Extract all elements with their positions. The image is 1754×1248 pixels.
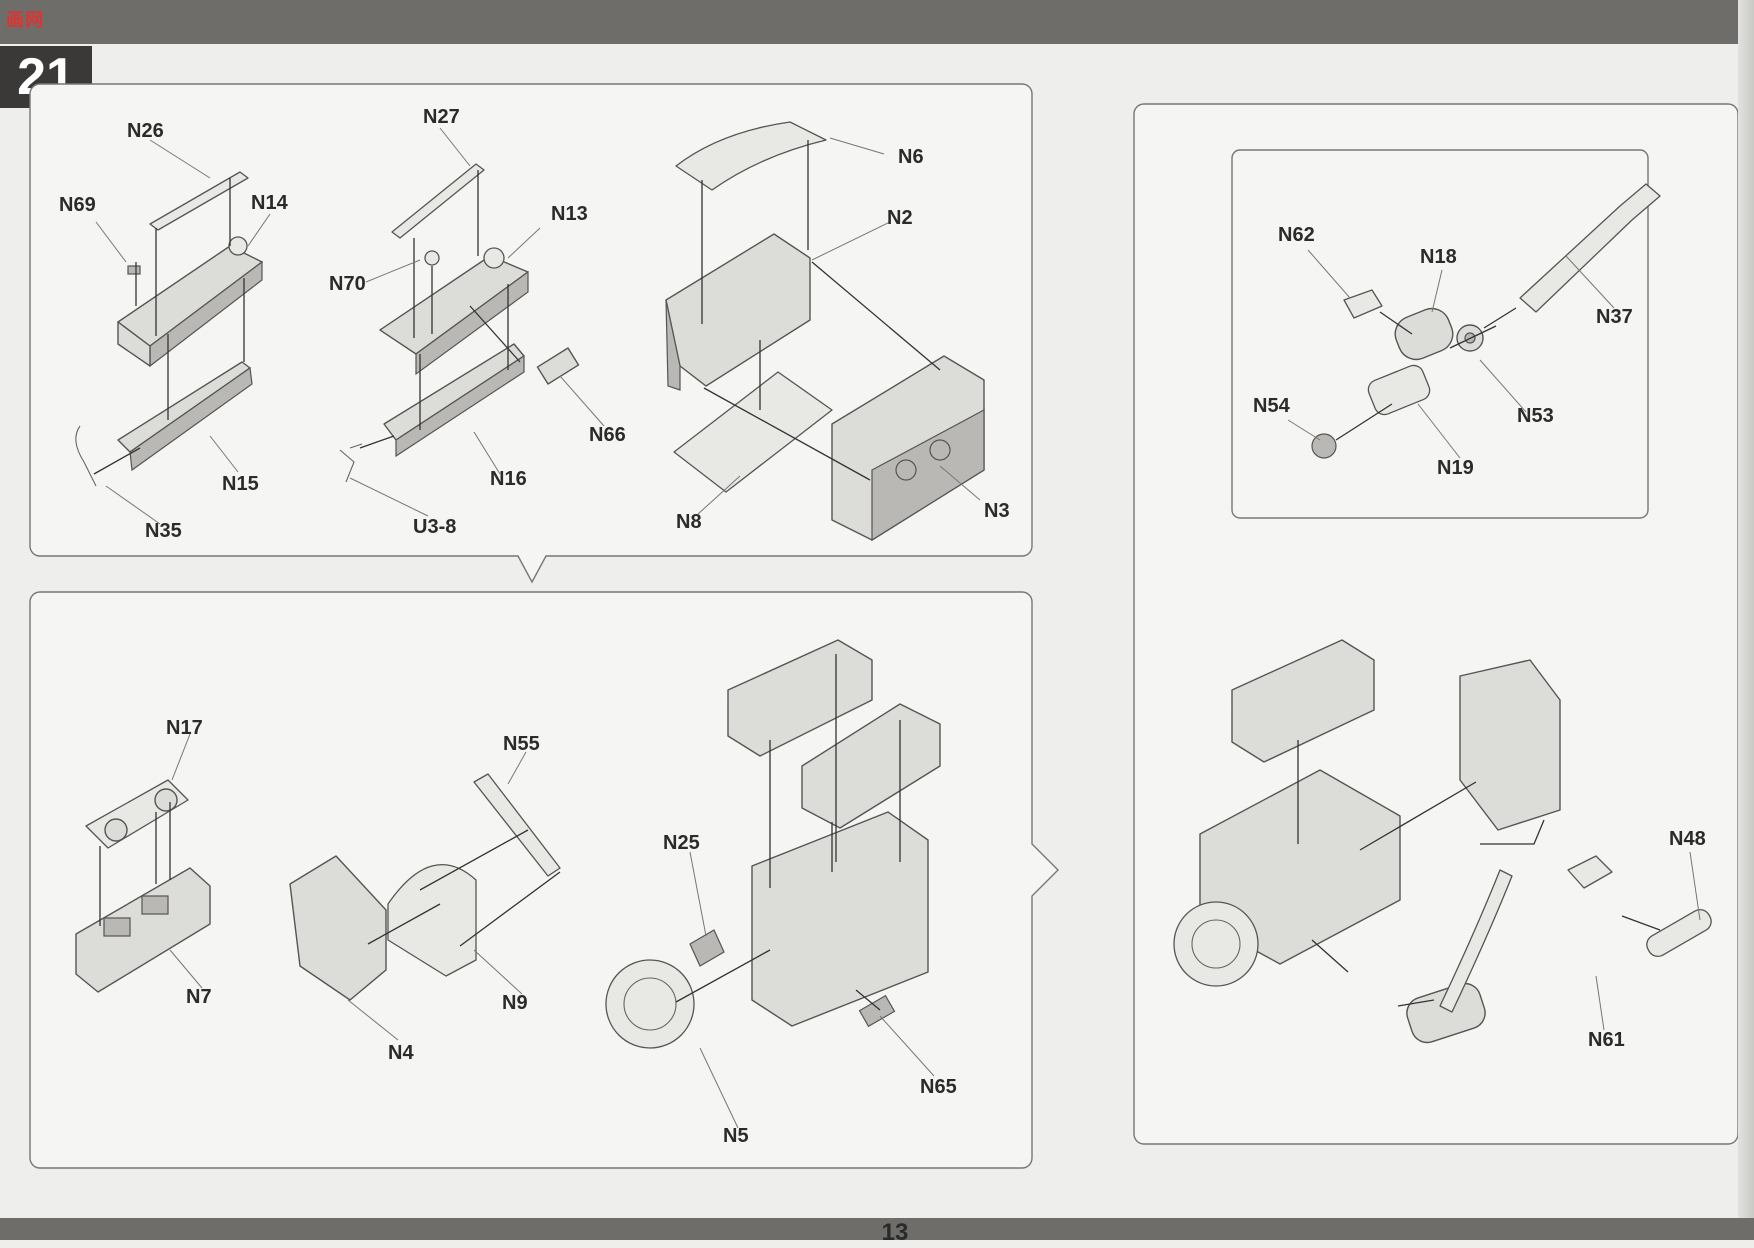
label-n66: N66: [589, 424, 626, 446]
arrows-n18: [1335, 307, 1517, 441]
group-n7-block: [75, 779, 211, 993]
label-n17: N17: [166, 717, 203, 739]
label-n15: N15: [222, 473, 259, 495]
group-n2-crankcase: [665, 121, 985, 542]
leader-lines: [95, 127, 1701, 1129]
arrows-n7: [99, 802, 171, 926]
label-n16: N16: [490, 468, 527, 490]
group-n13-head: [339, 163, 580, 483]
arrows-n14: [93, 178, 245, 475]
label-n2: N2: [887, 207, 913, 229]
label-n8: N8: [676, 511, 702, 533]
label-n55: N55: [503, 733, 540, 755]
label-n6: N6: [898, 146, 924, 168]
group-n14-head: [75, 171, 263, 487]
label-n65: N65: [920, 1076, 957, 1098]
label-n53: N53: [1517, 405, 1554, 427]
label-n9: N9: [502, 992, 528, 1014]
group-right-engine: [1173, 639, 1712, 1044]
label-n13: N13: [551, 203, 588, 225]
bottom-bar: [0, 1218, 1754, 1240]
panel-top-left: [29, 83, 1033, 584]
label-n5: N5: [723, 1125, 749, 1147]
arrows-n2: [701, 140, 941, 481]
label-u3-8: U3-8: [413, 516, 457, 538]
arrows-n5: [675, 654, 901, 1011]
page-number: 13: [881, 1219, 909, 1246]
label-n14: N14: [251, 192, 288, 214]
label-n35: N35: [145, 520, 182, 542]
label-n19: N19: [1437, 457, 1474, 479]
label-n70: N70: [329, 273, 366, 295]
arrows-n13: [359, 170, 521, 449]
label-n18: N18: [1420, 246, 1457, 268]
arrows-n9: [367, 829, 561, 947]
label-n69: N69: [59, 194, 96, 216]
group-n9-cover: [289, 773, 561, 1001]
arrows-right-engine: [1297, 740, 1661, 1007]
label-n26: N26: [127, 120, 164, 142]
page-edge: [1738, 0, 1754, 1240]
label-n4: N4: [388, 1042, 414, 1064]
label-n54: N54: [1253, 395, 1290, 417]
label-n3: N3: [984, 500, 1010, 522]
label-n27: N27: [423, 106, 460, 128]
label-n62: N62: [1278, 224, 1315, 246]
label-n25: N25: [663, 832, 700, 854]
watermark-logo: 画网: [6, 10, 44, 30]
label-n7: N7: [186, 986, 212, 1008]
label-n61: N61: [1588, 1029, 1625, 1051]
group-n18-starter: [1311, 183, 1661, 459]
label-n37: N37: [1596, 306, 1633, 328]
top-bar: [0, 0, 1754, 44]
label-n48: N48: [1669, 828, 1706, 850]
